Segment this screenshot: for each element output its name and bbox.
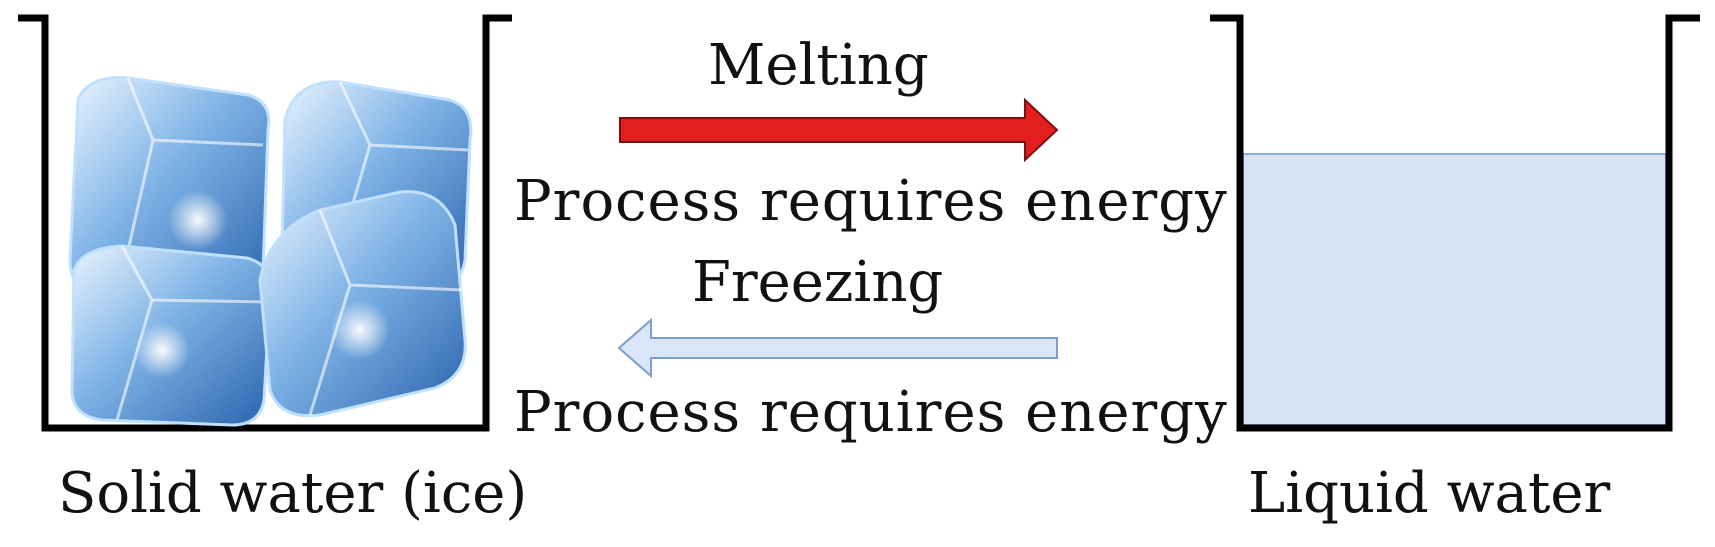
melting-arrow xyxy=(619,97,1059,163)
freezing-arrow xyxy=(617,317,1058,379)
water-container xyxy=(1210,14,1700,432)
solid-water-caption: Solid water (ice) xyxy=(58,461,528,526)
ice-cube xyxy=(70,244,273,427)
liquid-water-fill xyxy=(1242,153,1667,426)
ice-cubes-icon xyxy=(68,76,473,427)
ice-cube xyxy=(258,190,467,418)
melting-energy-note: Process requires energy xyxy=(514,169,1228,234)
freezing-label: Freezing xyxy=(692,250,944,315)
ice-container xyxy=(18,14,512,432)
melting-label: Melting xyxy=(708,33,929,98)
freezing-energy-note: Process requires energy xyxy=(514,380,1228,445)
liquid-water-caption: Liquid water xyxy=(1248,461,1611,526)
